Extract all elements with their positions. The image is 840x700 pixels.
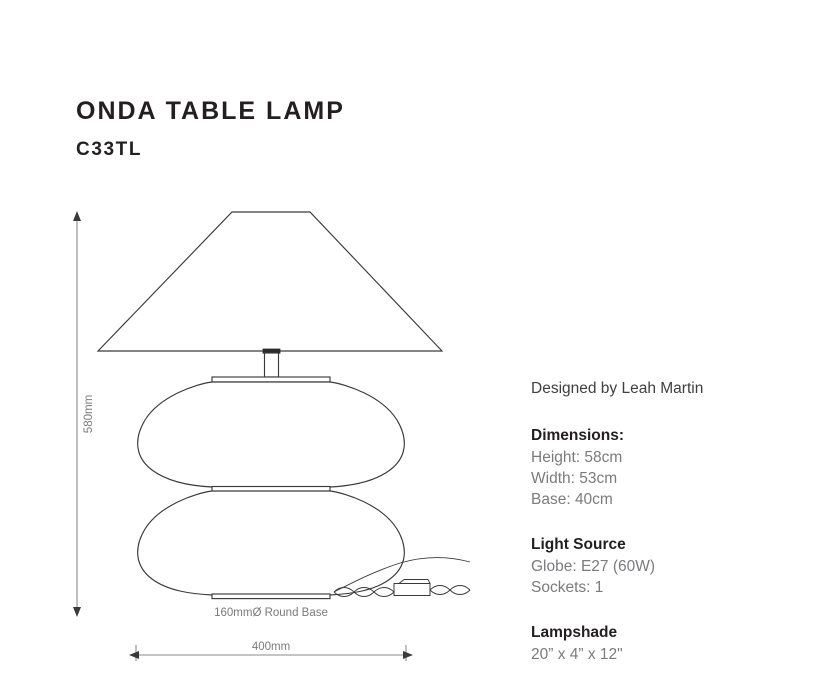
height-dimension-line	[73, 211, 81, 617]
light-source-group: Light Source Globe: E27 (60W) Sockets: 1	[531, 534, 821, 598]
upper-bulb-outline	[137, 381, 405, 488]
width-dimension-line	[129, 645, 413, 661]
page-header: ONDA TABLE LAMP C33TL	[76, 97, 496, 160]
lamp-technical-drawing: 580mm	[73, 211, 471, 661]
dimension-height: Height: 58cm	[531, 449, 623, 466]
body-middle-band	[211, 485, 331, 492]
lampshade-group: Lampshade 20” x 4” x 12"	[531, 622, 821, 665]
lampshade-size: 20” x 4” x 12"	[531, 646, 623, 663]
power-cord	[333, 557, 471, 597]
lampshade-outline	[96, 211, 444, 352]
base-plate	[211, 593, 331, 600]
dimensions-group: Dimensions: Height: 58cm Width: 53cm Bas…	[531, 425, 821, 510]
dimension-base: Base: 40cm	[531, 491, 613, 508]
page-title: ONDA TABLE LAMP	[76, 97, 345, 125]
lampshade-heading: Lampshade	[531, 624, 618, 641]
width-dimension-label: 400mm	[252, 641, 290, 653]
dimension-width: Width: 53cm	[531, 470, 618, 487]
base-note-label: 160mmØ Round Base	[214, 607, 328, 619]
lower-bulb-outline	[137, 490, 405, 596]
dimensions-heading: Dimensions:	[531, 427, 625, 444]
light-source-heading: Light Source	[531, 536, 626, 553]
lamp-stem	[262, 348, 281, 378]
specifications-panel: Designed by Leah Martin Dimensions: Heig…	[531, 378, 821, 665]
height-dimension-label: 580mm	[83, 395, 95, 433]
designer-credit: Designed by Leah Martin	[531, 380, 704, 397]
light-source-globe: Globe: E27 (60W)	[531, 558, 656, 575]
light-source-sockets: Sockets: 1	[531, 579, 604, 596]
product-code: C33TL	[76, 138, 143, 160]
body-top-plate	[211, 376, 331, 383]
